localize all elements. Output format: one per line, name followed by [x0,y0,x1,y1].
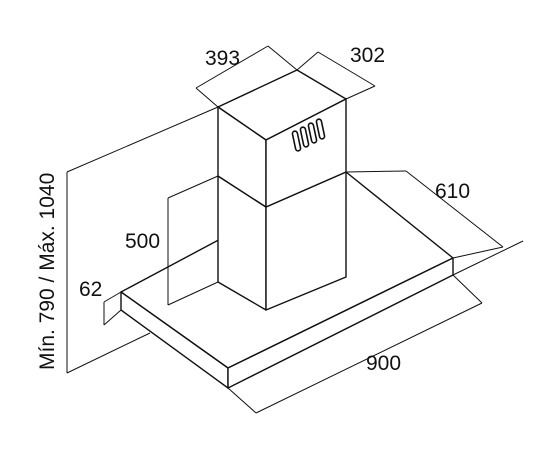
dimension-body-depth: 610 [345,170,504,259]
total-height-label: Mín. 790 / Máx. 1040 [36,173,59,370]
dimension-lower-chimney-height: 500 [125,175,219,306]
canopy-thickness-label: 62 [79,278,102,301]
dimension-total-height: Mín. 790 / Máx. 1040 [36,106,219,374]
reference-line-right [452,240,524,276]
vent-slots-icon [291,118,326,152]
top-depth-label: 302 [350,44,385,67]
canopy-width-label: 900 [366,352,401,375]
dimension-top-width: 393 [195,45,298,108]
dimension-top-depth: 302 [296,44,385,100]
upper-chimney [217,69,347,208]
dimension-canopy-thickness: 62 [79,278,122,326]
lower-chimney-height-label: 500 [125,230,160,253]
top-width-label: 393 [205,47,240,70]
body-depth-label: 610 [435,180,470,203]
lower-chimney [217,171,347,311]
dimension-canopy-width: 900 [227,274,483,414]
